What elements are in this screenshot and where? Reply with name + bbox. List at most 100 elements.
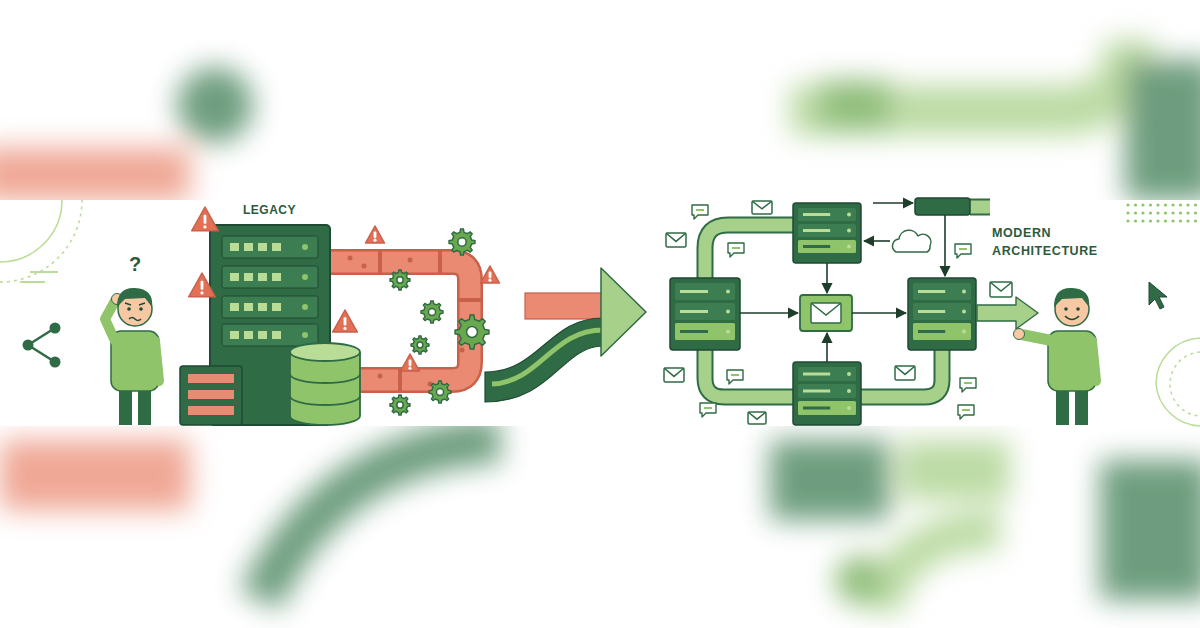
server-unit xyxy=(798,240,856,253)
share-icon xyxy=(50,357,61,368)
server-strip xyxy=(188,406,234,415)
transition-band xyxy=(485,318,603,402)
server-strip xyxy=(188,390,234,399)
blur-shape xyxy=(900,440,1010,500)
dot-grid xyxy=(1179,203,1182,206)
blur-shape xyxy=(1100,460,1200,600)
blur-shape xyxy=(880,530,1000,610)
server-box xyxy=(793,362,861,425)
deco-arc xyxy=(1170,352,1200,416)
server-unit xyxy=(675,283,735,300)
dot-grid xyxy=(1164,203,1167,206)
server-led xyxy=(962,310,966,314)
dot-grid xyxy=(1141,203,1144,206)
pipe-joint xyxy=(438,250,442,274)
rack-slot xyxy=(272,243,281,251)
dot-grid xyxy=(1194,219,1197,222)
rack-slot xyxy=(230,303,239,311)
server-led xyxy=(847,229,851,233)
person-eye xyxy=(1064,307,1068,311)
warning-mark xyxy=(201,281,204,290)
person-smile xyxy=(1065,316,1079,320)
rack-led xyxy=(302,332,308,338)
pipe-joint xyxy=(378,250,382,274)
modern-pipe xyxy=(861,350,942,397)
server-unit xyxy=(798,384,856,398)
cloud-icon xyxy=(893,230,931,252)
deco-arc xyxy=(0,200,62,262)
chat-bubble xyxy=(955,244,971,258)
envelope-flap xyxy=(752,201,772,209)
gear-icon xyxy=(390,270,410,290)
warning-triangle xyxy=(333,310,358,332)
server-unit xyxy=(675,323,735,340)
chat-dots xyxy=(732,247,740,249)
blur-shape xyxy=(260,440,500,600)
transition-arrow xyxy=(525,293,603,319)
rack-unit xyxy=(222,324,318,346)
chat-dots xyxy=(731,374,739,376)
gear-hole xyxy=(417,342,423,348)
server-led xyxy=(847,406,851,410)
server-slot xyxy=(680,330,708,333)
server-led xyxy=(847,213,851,217)
dot-grid xyxy=(1179,219,1182,222)
rack-slot xyxy=(230,273,239,281)
person-arm xyxy=(105,301,115,341)
server-slot xyxy=(680,310,708,313)
flow-arrow xyxy=(740,312,798,314)
dot-grid xyxy=(1194,211,1197,214)
server-led xyxy=(726,290,730,294)
chat-bubble xyxy=(692,205,708,219)
dot-grid xyxy=(1164,219,1167,222)
dot-grid xyxy=(1134,219,1137,222)
modern-pipe xyxy=(705,350,793,397)
server-slot xyxy=(803,229,830,232)
gear-icon xyxy=(429,381,451,403)
warning-mark xyxy=(489,272,492,279)
server-led xyxy=(962,330,966,334)
warning-mark xyxy=(373,239,376,242)
server-slot xyxy=(680,290,708,293)
modern-pipe xyxy=(705,225,793,278)
dot-grid xyxy=(1126,203,1129,206)
dot-grid xyxy=(1126,219,1129,222)
person-eye xyxy=(139,307,143,311)
dot-grid xyxy=(1186,219,1189,222)
chat-dots xyxy=(959,248,967,250)
gear-icon xyxy=(449,229,475,255)
rack-slot xyxy=(258,331,267,339)
server-slot xyxy=(803,245,830,248)
rack-slot xyxy=(258,273,267,281)
rack-slot xyxy=(272,273,281,281)
server-slot xyxy=(803,213,830,216)
warning-triangle xyxy=(189,273,216,297)
dot-grid xyxy=(1134,203,1137,206)
server-led xyxy=(847,372,851,376)
dot-grid xyxy=(1141,219,1144,222)
transition-head xyxy=(601,268,646,356)
blurred-backdrop xyxy=(0,40,1200,610)
server-slot xyxy=(918,290,945,293)
dot-grid xyxy=(1171,211,1174,214)
server-led xyxy=(726,310,730,314)
gear-hole xyxy=(397,277,403,283)
server-led xyxy=(726,330,730,334)
server-unit xyxy=(798,224,856,237)
share-icon xyxy=(23,340,34,351)
modern-pipe xyxy=(705,225,793,278)
flow-arrow xyxy=(944,215,946,276)
rack-unit xyxy=(222,296,318,318)
deco-arc xyxy=(0,200,82,282)
envelope-flap xyxy=(664,368,684,376)
server-slot xyxy=(918,310,945,313)
warning-mark xyxy=(488,279,491,282)
warning-mark xyxy=(204,215,207,224)
warning-mark xyxy=(409,360,412,367)
envelope-icon xyxy=(895,366,915,380)
chat-dots xyxy=(964,382,972,384)
dot-grid xyxy=(1156,203,1159,206)
server-box xyxy=(908,278,976,350)
dot-grid xyxy=(1156,211,1159,214)
server-unit xyxy=(675,303,735,320)
